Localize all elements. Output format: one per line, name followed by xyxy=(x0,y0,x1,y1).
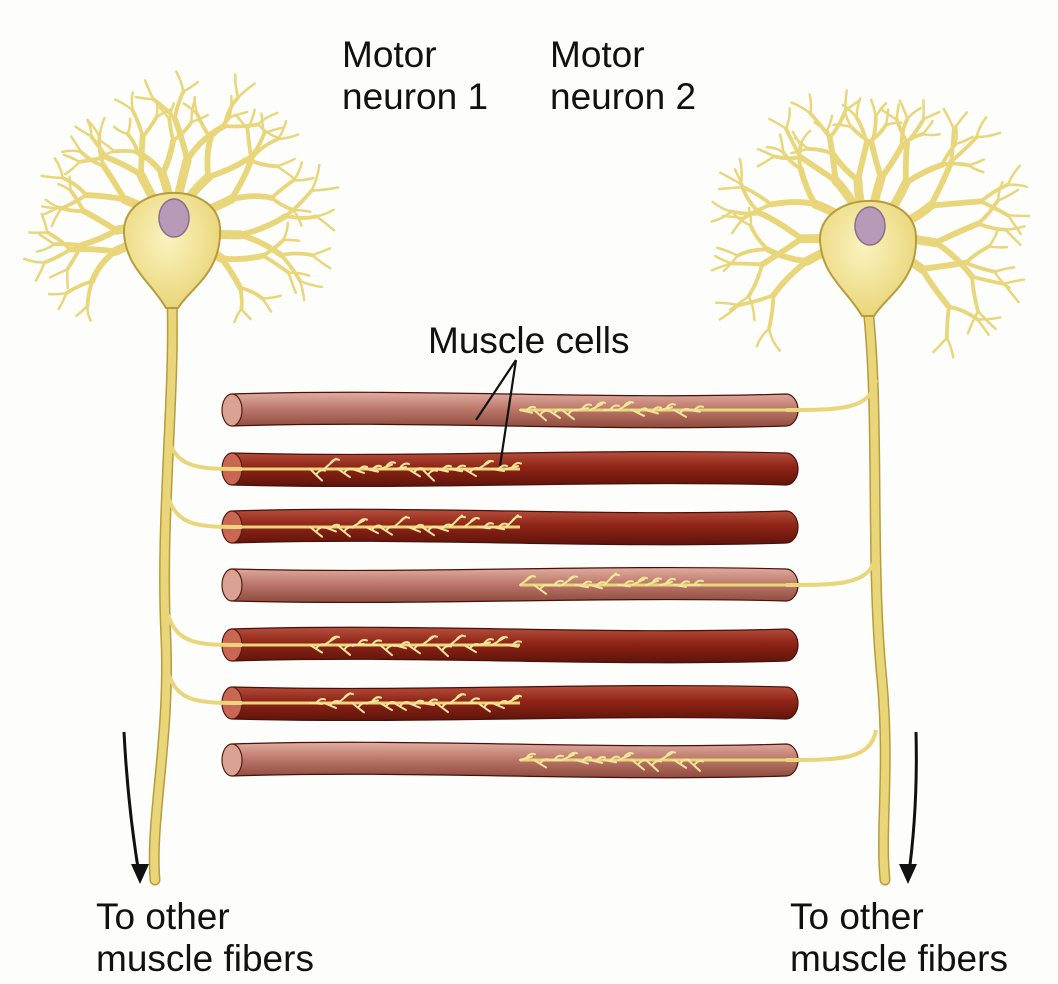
muscle-fibers xyxy=(166,379,878,779)
motor-neuron-2-axon xyxy=(864,304,890,884)
muscle-fiber-7 xyxy=(221,729,878,779)
muscle-fiber-end-4 xyxy=(221,568,243,602)
nerve-terminal-7 xyxy=(519,729,878,773)
muscle-fiber-5 xyxy=(166,614,799,664)
label-motor-neuron-2-line1: Motor xyxy=(550,34,645,75)
motor-neuron-1-axon xyxy=(150,296,177,884)
muscle-cells-pointer-lines xyxy=(475,359,518,467)
muscle-fiber-6 xyxy=(166,672,799,722)
nerve-terminal-2 xyxy=(166,438,522,482)
label-motor-neuron-1-line2: neuron 1 xyxy=(342,76,489,117)
label-to-other-right-line1: To other xyxy=(790,896,924,937)
motor-neuron-1 xyxy=(22,70,340,886)
motor-neuron-2-nucleus xyxy=(854,206,886,246)
nerve-terminal-1 xyxy=(519,379,878,422)
muscle-fiber-1 xyxy=(221,379,878,429)
muscle-fiber-4 xyxy=(221,554,878,604)
label-to-other-left-line1: To other xyxy=(96,896,230,937)
nerve-terminal-3 xyxy=(166,496,522,538)
nerve-terminal-5 xyxy=(166,614,522,658)
label-to-other-right-line2: muscle fibers xyxy=(790,938,1008,979)
arrow-right-down xyxy=(899,731,918,884)
muscle-fiber-3 xyxy=(166,496,799,546)
label-motor-neuron-2: Motor neuron 2 xyxy=(550,34,696,118)
muscle-fiber-end-7 xyxy=(221,743,243,777)
motor-neuron-1-cell-body xyxy=(122,192,222,309)
label-motor-neuron-1-line1: Motor xyxy=(342,34,437,75)
motor-neuron-2 xyxy=(710,89,1031,886)
motor-neuron-1-nucleus xyxy=(158,198,190,238)
motor-neuron-2-cell-body xyxy=(818,200,918,317)
nerve-terminal-4 xyxy=(519,554,878,595)
label-to-other-left: To other muscle fibers xyxy=(96,896,314,980)
label-motor-neuron-2-line2: neuron 2 xyxy=(550,76,697,117)
label-to-other-left-line2: muscle fibers xyxy=(96,938,314,979)
muscle-fiber-2 xyxy=(166,438,799,488)
muscle-fiber-end-1 xyxy=(221,393,243,427)
arrow-left-down xyxy=(122,731,149,884)
label-motor-neuron-1: Motor neuron 1 xyxy=(342,34,488,118)
label-muscle-cells: Muscle cells xyxy=(428,320,630,361)
label-to-other-right: To other muscle fibers xyxy=(790,896,1008,980)
nerve-terminal-6 xyxy=(166,672,522,714)
